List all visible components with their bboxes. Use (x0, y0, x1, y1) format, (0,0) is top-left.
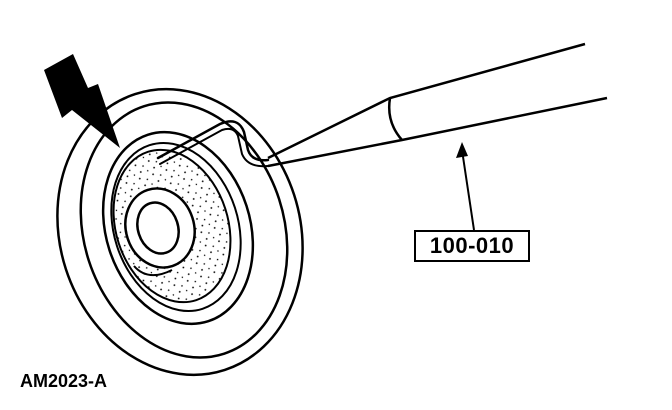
callout-leader (456, 142, 475, 231)
tool-number-label: 100-010 (414, 230, 530, 262)
pick-hook (156, 120, 270, 168)
shaft-hub (124, 187, 196, 277)
pointer-arrow-icon (44, 54, 120, 148)
housing-bore (56, 87, 304, 377)
pick-tool-icon (267, 42, 608, 168)
tool-number-text: 100-010 (429, 233, 515, 258)
figure-id: AM2023-A (20, 371, 108, 391)
seal-lip (101, 130, 255, 326)
